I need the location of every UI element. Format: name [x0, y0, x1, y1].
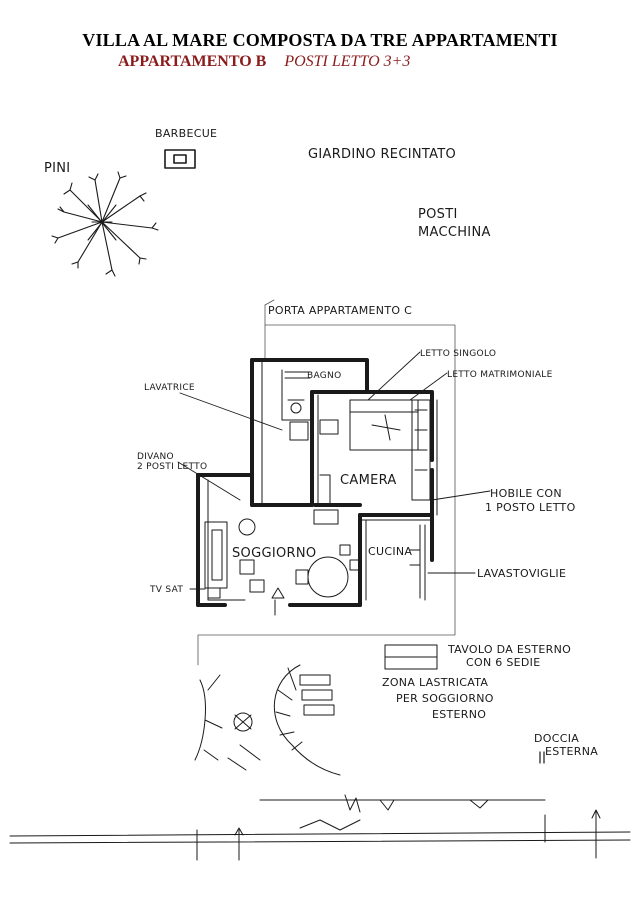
label-lavatrice: LAVATRICE	[144, 383, 195, 393]
living-room-furniture	[204, 509, 361, 616]
label-zona-esterno: ESTERNO	[432, 708, 486, 721]
label-cucina: CUCINA	[368, 545, 412, 558]
label-lavastoviglie: LAVASTOVIGLIE	[477, 567, 566, 580]
beds-label: POSTI LETTO 3+3	[284, 53, 411, 70]
label-pini: PINI	[44, 161, 70, 176]
bedroom-furniture	[319, 399, 431, 506]
fence-line	[9, 794, 631, 861]
label-tavolo: TAVOLO DA ESTERNO	[447, 643, 571, 656]
shower-symbol	[539, 751, 545, 764]
label-macchina: MACCHINA	[418, 225, 491, 240]
barbecue-symbol	[164, 149, 196, 169]
label-porta: PORTA APPARTAMENTO C	[268, 304, 412, 317]
label-camera: CAMERA	[340, 473, 397, 488]
label-giardino: GIARDINO RECINTATO	[308, 147, 456, 162]
label-mobile: HOBILE CON	[490, 487, 562, 500]
kitchen-fixtures	[409, 524, 421, 599]
label-bagno: BAGNO	[307, 371, 341, 381]
label-tavolo-sedie: CON 6 SEDIE	[466, 656, 540, 669]
apartment-label: APPARTAMENTO B	[118, 53, 267, 70]
bathroom-fixtures	[284, 371, 311, 441]
label-letto-singolo: LETTO SINGOLO	[420, 349, 496, 359]
paved-area	[194, 664, 341, 776]
subtitle: APPARTAMENTO B POSTI LETTO 3+3	[118, 53, 410, 71]
label-posti: POSTI	[418, 207, 458, 222]
page-title: VILLA AL MARE COMPOSTA DA TRE APPARTAMEN…	[82, 30, 558, 50]
label-zona-soggiorno: PER SOGGIORNO	[396, 692, 494, 705]
outdoor-table-symbol	[384, 644, 438, 670]
label-zona: ZONA LASTRICATA	[382, 676, 488, 689]
label-doccia: DOCCIA	[534, 732, 579, 745]
apartment-walls	[196, 358, 434, 607]
label-divano: DIVANO	[137, 452, 174, 462]
label-barbecue: BARBECUE	[155, 127, 217, 140]
leader-lines	[177, 351, 491, 590]
label-tv-sat: TV SAT	[149, 585, 183, 595]
label-doccia-esterna: ESTERNA	[545, 745, 598, 758]
label-soggiorno: SOGGIORNO	[232, 546, 316, 561]
pine-tree-icon	[51, 171, 159, 277]
plan-labels: BARBECUE PINI GIARDINO RECINTATO POSTI M…	[44, 127, 598, 758]
label-divano-posti: 2 POSTI LETTO	[137, 462, 207, 472]
label-letto-matrimoniale: LETTO MATRIMONIALE	[447, 370, 553, 380]
label-mobile-posto: 1 POSTO LETTO	[485, 501, 576, 514]
property-boundary	[197, 299, 456, 666]
interior-lines	[207, 359, 438, 601]
